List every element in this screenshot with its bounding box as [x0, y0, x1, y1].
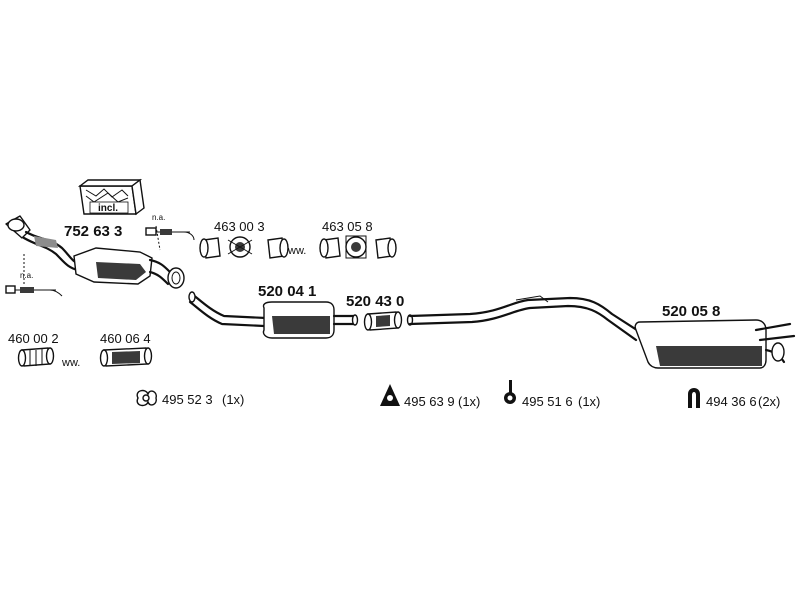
lambda-sensor-top: n.a. — [145, 213, 195, 251]
na-label-left: n.a. — [20, 271, 33, 280]
clamp-icon — [136, 389, 158, 407]
ww-label-bottom: ww. — [61, 357, 80, 369]
lambda-sensor-left: n.a. — [5, 254, 63, 297]
gasket-b-part-number: 463 05 8 — [322, 219, 373, 234]
gasket-463-00-3: 463 00 3 ww. — [199, 219, 306, 259]
na-label-top: n.a. — [152, 213, 165, 222]
gasket-463-05-8: 463 05 8 — [319, 219, 397, 259]
hanger-icon — [504, 380, 516, 404]
catalytic-converter — [5, 215, 185, 289]
hanger-part-number: 495 51 6 — [522, 394, 573, 409]
connecting-pipe-part-number: 520 43 0 — [346, 293, 404, 310]
ww-label-top: ww. — [287, 245, 306, 257]
hanger-quantity: (1x) — [578, 394, 600, 409]
incl-label: incl. — [98, 203, 118, 214]
flex-pipe-460-00-2: 460 00 2 — [8, 331, 59, 367]
rubber-mount-part-number: 495 63 9 — [404, 394, 455, 409]
rear-silencer — [406, 295, 796, 369]
center-silencer-part-number: 520 04 1 — [258, 283, 316, 300]
bracket-quantity: (2x) — [758, 394, 780, 409]
center-silencer — [188, 291, 359, 339]
mounting-kit-box: incl. — [77, 178, 145, 216]
rear-silencer-part-number: 520 05 8 — [662, 303, 720, 320]
flex-pipe-b-part-number: 460 06 4 — [100, 331, 151, 346]
flex-pipe-a-part-number: 460 00 2 — [8, 331, 59, 346]
clamp-part-number: 495 52 3 — [162, 392, 213, 407]
clamp-quantity: (1x) — [222, 392, 244, 407]
connecting-pipe — [363, 311, 403, 331]
flex-pipe-460-06-4: 460 06 4 — [99, 331, 153, 367]
bracket-icon — [688, 388, 700, 408]
rubber-mount-quantity: (1x) — [458, 394, 480, 409]
rubber-mount-icon — [380, 384, 400, 406]
gasket-a-part-number: 463 00 3 — [214, 219, 265, 234]
bracket-part-number: 494 36 6 — [706, 394, 757, 409]
catalytic-converter-part-number: 752 63 3 — [64, 223, 122, 240]
